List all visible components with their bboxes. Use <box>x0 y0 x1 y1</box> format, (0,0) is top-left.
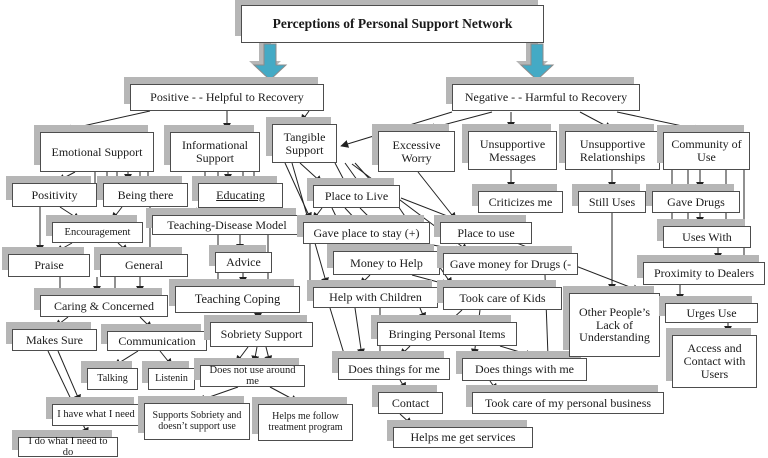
edge-communication-to-listenin <box>159 350 173 367</box>
edge-gave-money-to-dtwm <box>544 274 549 357</box>
edge-place-to-live-to-money <box>331 207 353 251</box>
edge-money-to-hwc <box>359 274 371 286</box>
edge-took-kids-to-bpi <box>449 309 463 322</box>
edge-group <box>36 110 745 436</box>
edge-encouragement-to-praise <box>55 242 73 253</box>
edge-sobriety-to-dnu <box>264 346 273 364</box>
edge-negative-to-unsupportive-relationships <box>579 111 613 130</box>
edge-positive-to-emotional-support <box>64 110 151 133</box>
edge-hwc-to-dtfm <box>354 307 365 357</box>
edge-money-to-took-kids <box>411 274 450 287</box>
title-to-negative-arrow-icon <box>519 43 555 81</box>
edge-dtfm-to-contact <box>398 379 407 391</box>
edge-bpi-to-dtwm <box>499 345 534 358</box>
edge-makes-sure-to-i-have <box>57 350 81 403</box>
title-to-positive-arrow-icon <box>252 43 288 81</box>
edge-contact-to-hmgs <box>399 413 413 426</box>
edge-negative-to-tangible-support <box>340 111 453 148</box>
edge-dtwm-to-tcompb <box>489 380 498 392</box>
edge-negative-to-community-of-use <box>616 111 702 133</box>
edge-tangible-support-to-gave-money <box>351 163 469 252</box>
edge-tangible-support-to-place-to-live <box>299 162 323 184</box>
edge-tangible-support-to-place-to-live <box>344 162 361 185</box>
edge-caring-to-communication <box>139 316 153 330</box>
edge-emotional-support-to-positivity <box>57 171 76 182</box>
edge-sobriety-to-dnu <box>251 346 260 364</box>
edge-caring-to-makes-sure <box>54 316 69 328</box>
edge-dnu-to-supports-sobriety <box>197 386 239 403</box>
edge-sobriety-to-dnu <box>235 346 249 364</box>
edge-took-kids-to-dtwm <box>470 309 481 357</box>
edge-place-to-live-to-gpts <box>312 207 323 221</box>
edge-dnu-to-helps-follow <box>269 386 299 403</box>
edge-communication-to-talking <box>113 350 139 367</box>
edge-negative-to-excessive-worry <box>427 111 493 132</box>
flow-arrows <box>249 40 555 81</box>
edge-tangible-support-to-place-to-live <box>334 162 347 185</box>
edge-educating-to-tdm <box>191 207 206 215</box>
edge-bpi-to-dtfm <box>399 345 411 357</box>
edge-hwc-to-dtfm <box>329 307 346 358</box>
edge-place-to-live-to-money <box>359 207 403 251</box>
edge-excessive-worry-to-place-to-use <box>417 171 457 221</box>
edge-hwc-to-bpi <box>418 307 426 321</box>
edge-place-to-live-to-oplu <box>400 197 641 293</box>
edge-encouragement-to-general <box>117 242 129 253</box>
edge-place-to-live-to-money <box>344 207 384 250</box>
edge-being-there-to-encouragement <box>111 206 123 221</box>
edge-gpts-to-gave-money <box>427 243 464 254</box>
edge-makes-sure-to-i-do <box>47 350 89 436</box>
edge-positive-to-tangible-support <box>300 110 310 123</box>
edge-tangible-support-to-gpts <box>284 162 312 221</box>
edge-place-to-live-to-took-kids <box>397 205 453 286</box>
edge-positivity-to-encouragement <box>59 206 81 221</box>
